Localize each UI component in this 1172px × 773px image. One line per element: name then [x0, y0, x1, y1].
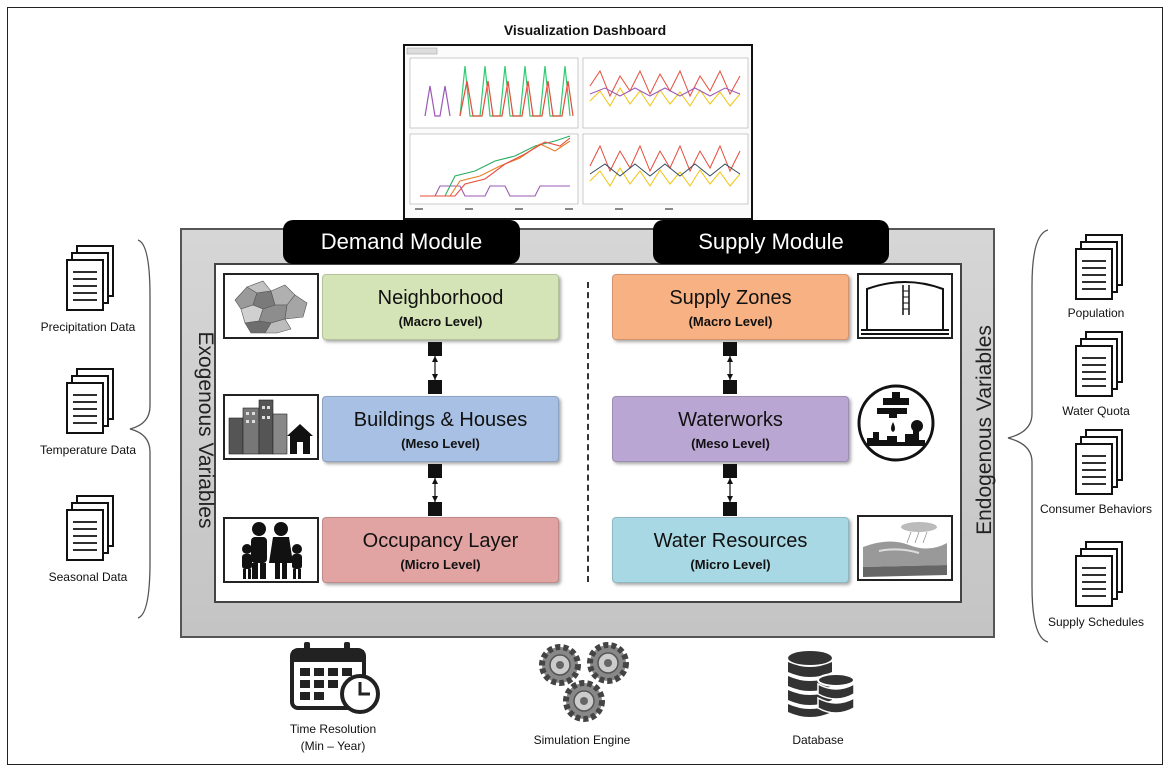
simulation-engine-label: Simulation Engine — [533, 733, 631, 747]
database-label: Database — [792, 733, 844, 747]
gears-icon — [530, 641, 634, 725]
supply-zones-box: Supply Zones (Macro Level) — [612, 274, 849, 340]
family-image — [223, 517, 319, 583]
occupancy-layer-level: (Micro Level) — [400, 557, 481, 572]
waterworks-icon — [857, 384, 935, 462]
neighborhood-map-image — [223, 273, 319, 339]
neighborhood-level: (Macro Level) — [398, 314, 483, 329]
supply-connector-1 — [722, 340, 738, 406]
time-range-label: (Min – Year) — [300, 739, 366, 753]
document-stack-icon — [63, 244, 119, 316]
water-tank-image — [857, 273, 953, 339]
supply-module-header: Supply Module — [653, 220, 889, 264]
occupancy-layer-box: Occupancy Layer (Micro Level) — [322, 517, 559, 583]
document-stack-icon — [63, 367, 119, 439]
water-resources-box: Water Resources (Micro Level) — [612, 517, 849, 583]
dashboard-thumbnail — [403, 44, 753, 220]
water-quota-label: Water Quota — [1062, 404, 1130, 418]
document-stack-icon — [1072, 233, 1128, 305]
neighborhood-box: Neighborhood (Macro Level) — [322, 274, 559, 340]
neighborhood-title: Neighborhood — [377, 287, 504, 309]
demand-connector-1 — [427, 340, 443, 406]
water-resources-title: Water Resources — [653, 530, 808, 552]
dashboard-title: Visualization Dashboard — [503, 22, 667, 38]
exogenous-variables-label: Exogenous Variables — [194, 331, 217, 529]
occupancy-layer-title: Occupancy Layer — [362, 530, 519, 552]
calendar-clock-icon — [288, 640, 384, 716]
water-resources-level: (Micro Level) — [690, 557, 771, 572]
consumer-behaviors-label: Consumer Behaviors — [1039, 502, 1153, 516]
database-icon — [780, 650, 860, 726]
module-divider — [587, 282, 589, 582]
time-resolution-label: Time Resolution — [289, 722, 377, 736]
precipitation-data-label: Precipitation Data — [40, 320, 136, 334]
right-brace — [1007, 229, 1049, 643]
seasonal-data-label: Seasonal Data — [48, 570, 128, 584]
document-stack-icon — [63, 494, 119, 566]
waterworks-level: (Meso Level) — [691, 436, 770, 451]
waterworks-box: Waterworks (Meso Level) — [612, 396, 849, 462]
left-brace — [129, 239, 151, 619]
supply-schedules-label: Supply Schedules — [1047, 615, 1145, 629]
temperature-data-label: Temperature Data — [39, 443, 137, 457]
demand-module-header: Demand Module — [283, 220, 520, 264]
buildings-houses-title: Buildings & Houses — [353, 409, 528, 431]
buildings-houses-box: Buildings & Houses (Meso Level) — [322, 396, 559, 462]
supply-zones-title: Supply Zones — [669, 287, 792, 309]
endogenous-variables-label: Endogenous Variables — [973, 325, 996, 535]
document-stack-icon — [1072, 540, 1128, 612]
supply-zones-level: (Macro Level) — [688, 314, 773, 329]
buildings-image — [223, 394, 319, 460]
waterworks-title: Waterworks — [678, 409, 783, 431]
population-label: Population — [1067, 306, 1125, 320]
document-stack-icon — [1072, 330, 1128, 402]
figure-frame — [7, 7, 1163, 765]
supply-connector-2 — [722, 462, 738, 528]
document-stack-icon — [1072, 428, 1128, 500]
demand-connector-2 — [427, 462, 443, 528]
water-resources-image — [857, 515, 953, 581]
buildings-houses-level: (Meso Level) — [401, 436, 480, 451]
